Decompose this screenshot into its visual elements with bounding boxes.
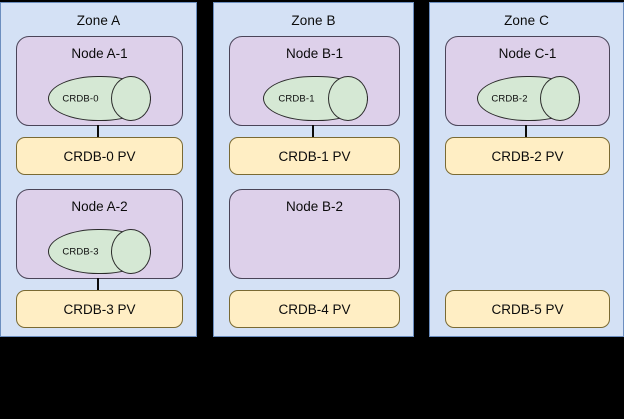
zone-title-c: Zone C <box>504 13 549 28</box>
pv-label-crdb-5: CRDB-5 PV <box>491 301 564 317</box>
zone-title-a: Zone A <box>76 13 121 28</box>
cylinder-cap-icon <box>540 76 580 121</box>
node-label-a-2: Node A-2 <box>71 199 128 214</box>
node-box-b-2[interactable]: Node B-2 <box>229 189 400 279</box>
cylinder-cap-icon <box>328 76 368 121</box>
database-cylinder-crdb-3[interactable]: CRDB-3 <box>48 229 151 274</box>
database-label-crdb-0: CRDB-0 <box>62 93 99 104</box>
node-label-b-2: Node B-2 <box>285 199 344 214</box>
pv-label-crdb-1: CRDB-1 PV <box>278 148 351 164</box>
pv-box-crdb-5[interactable]: CRDB-5 PV <box>445 290 610 328</box>
pv-label-crdb-3: CRDB-3 PV <box>63 301 136 317</box>
node-label-b-1: Node B-1 <box>285 46 344 61</box>
node-box-b-1[interactable]: Node B-1 CRDB-1 <box>229 36 400 126</box>
connector-a-1 <box>97 125 99 138</box>
zone-container-a[interactable]: Zone A Node A-1 CRDB-0 CRDB-0 PV Node A-… <box>0 2 197 337</box>
pv-box-crdb-0[interactable]: CRDB-0 PV <box>16 137 183 175</box>
node-box-c-1[interactable]: Node C-1 CRDB-2 <box>445 36 610 126</box>
pv-box-crdb-2[interactable]: CRDB-2 PV <box>445 137 610 175</box>
node-box-a-2[interactable]: Node A-2 CRDB-3 <box>16 189 183 279</box>
pv-label-crdb-4: CRDB-4 PV <box>278 301 351 317</box>
cylinder-cap-icon <box>111 76 151 121</box>
database-cylinder-crdb-0[interactable]: CRDB-0 <box>48 76 151 121</box>
database-cylinder-crdb-1[interactable]: CRDB-1 <box>263 76 368 121</box>
pv-label-crdb-0: CRDB-0 PV <box>63 148 136 164</box>
database-label-crdb-2: CRDB-2 <box>491 93 528 104</box>
pv-box-crdb-1[interactable]: CRDB-1 PV <box>229 137 400 175</box>
zone-container-b[interactable]: Zone B Node B-1 CRDB-1 CRDB-1 PV Node B-… <box>213 2 414 337</box>
database-label-crdb-1: CRDB-1 <box>278 93 315 104</box>
database-label-crdb-3: CRDB-3 <box>62 246 99 257</box>
pv-box-crdb-3[interactable]: CRDB-3 PV <box>16 290 183 328</box>
database-cylinder-crdb-2[interactable]: CRDB-2 <box>477 76 580 121</box>
cylinder-cap-icon <box>111 229 151 274</box>
node-label-c-1: Node C-1 <box>498 46 557 61</box>
connector-a-2 <box>97 278 99 291</box>
pv-label-crdb-2: CRDB-2 PV <box>491 148 564 164</box>
zone-title-b: Zone B <box>291 13 336 28</box>
connector-c-1 <box>525 125 527 138</box>
node-box-a-1[interactable]: Node A-1 CRDB-0 <box>16 36 183 126</box>
zone-container-c[interactable]: Zone C Node C-1 CRDB-2 CRDB-2 PV CRDB-5 … <box>429 2 624 337</box>
connector-b-1 <box>312 125 314 138</box>
node-label-a-1: Node A-1 <box>71 46 128 61</box>
pv-box-crdb-4[interactable]: CRDB-4 PV <box>229 290 400 328</box>
